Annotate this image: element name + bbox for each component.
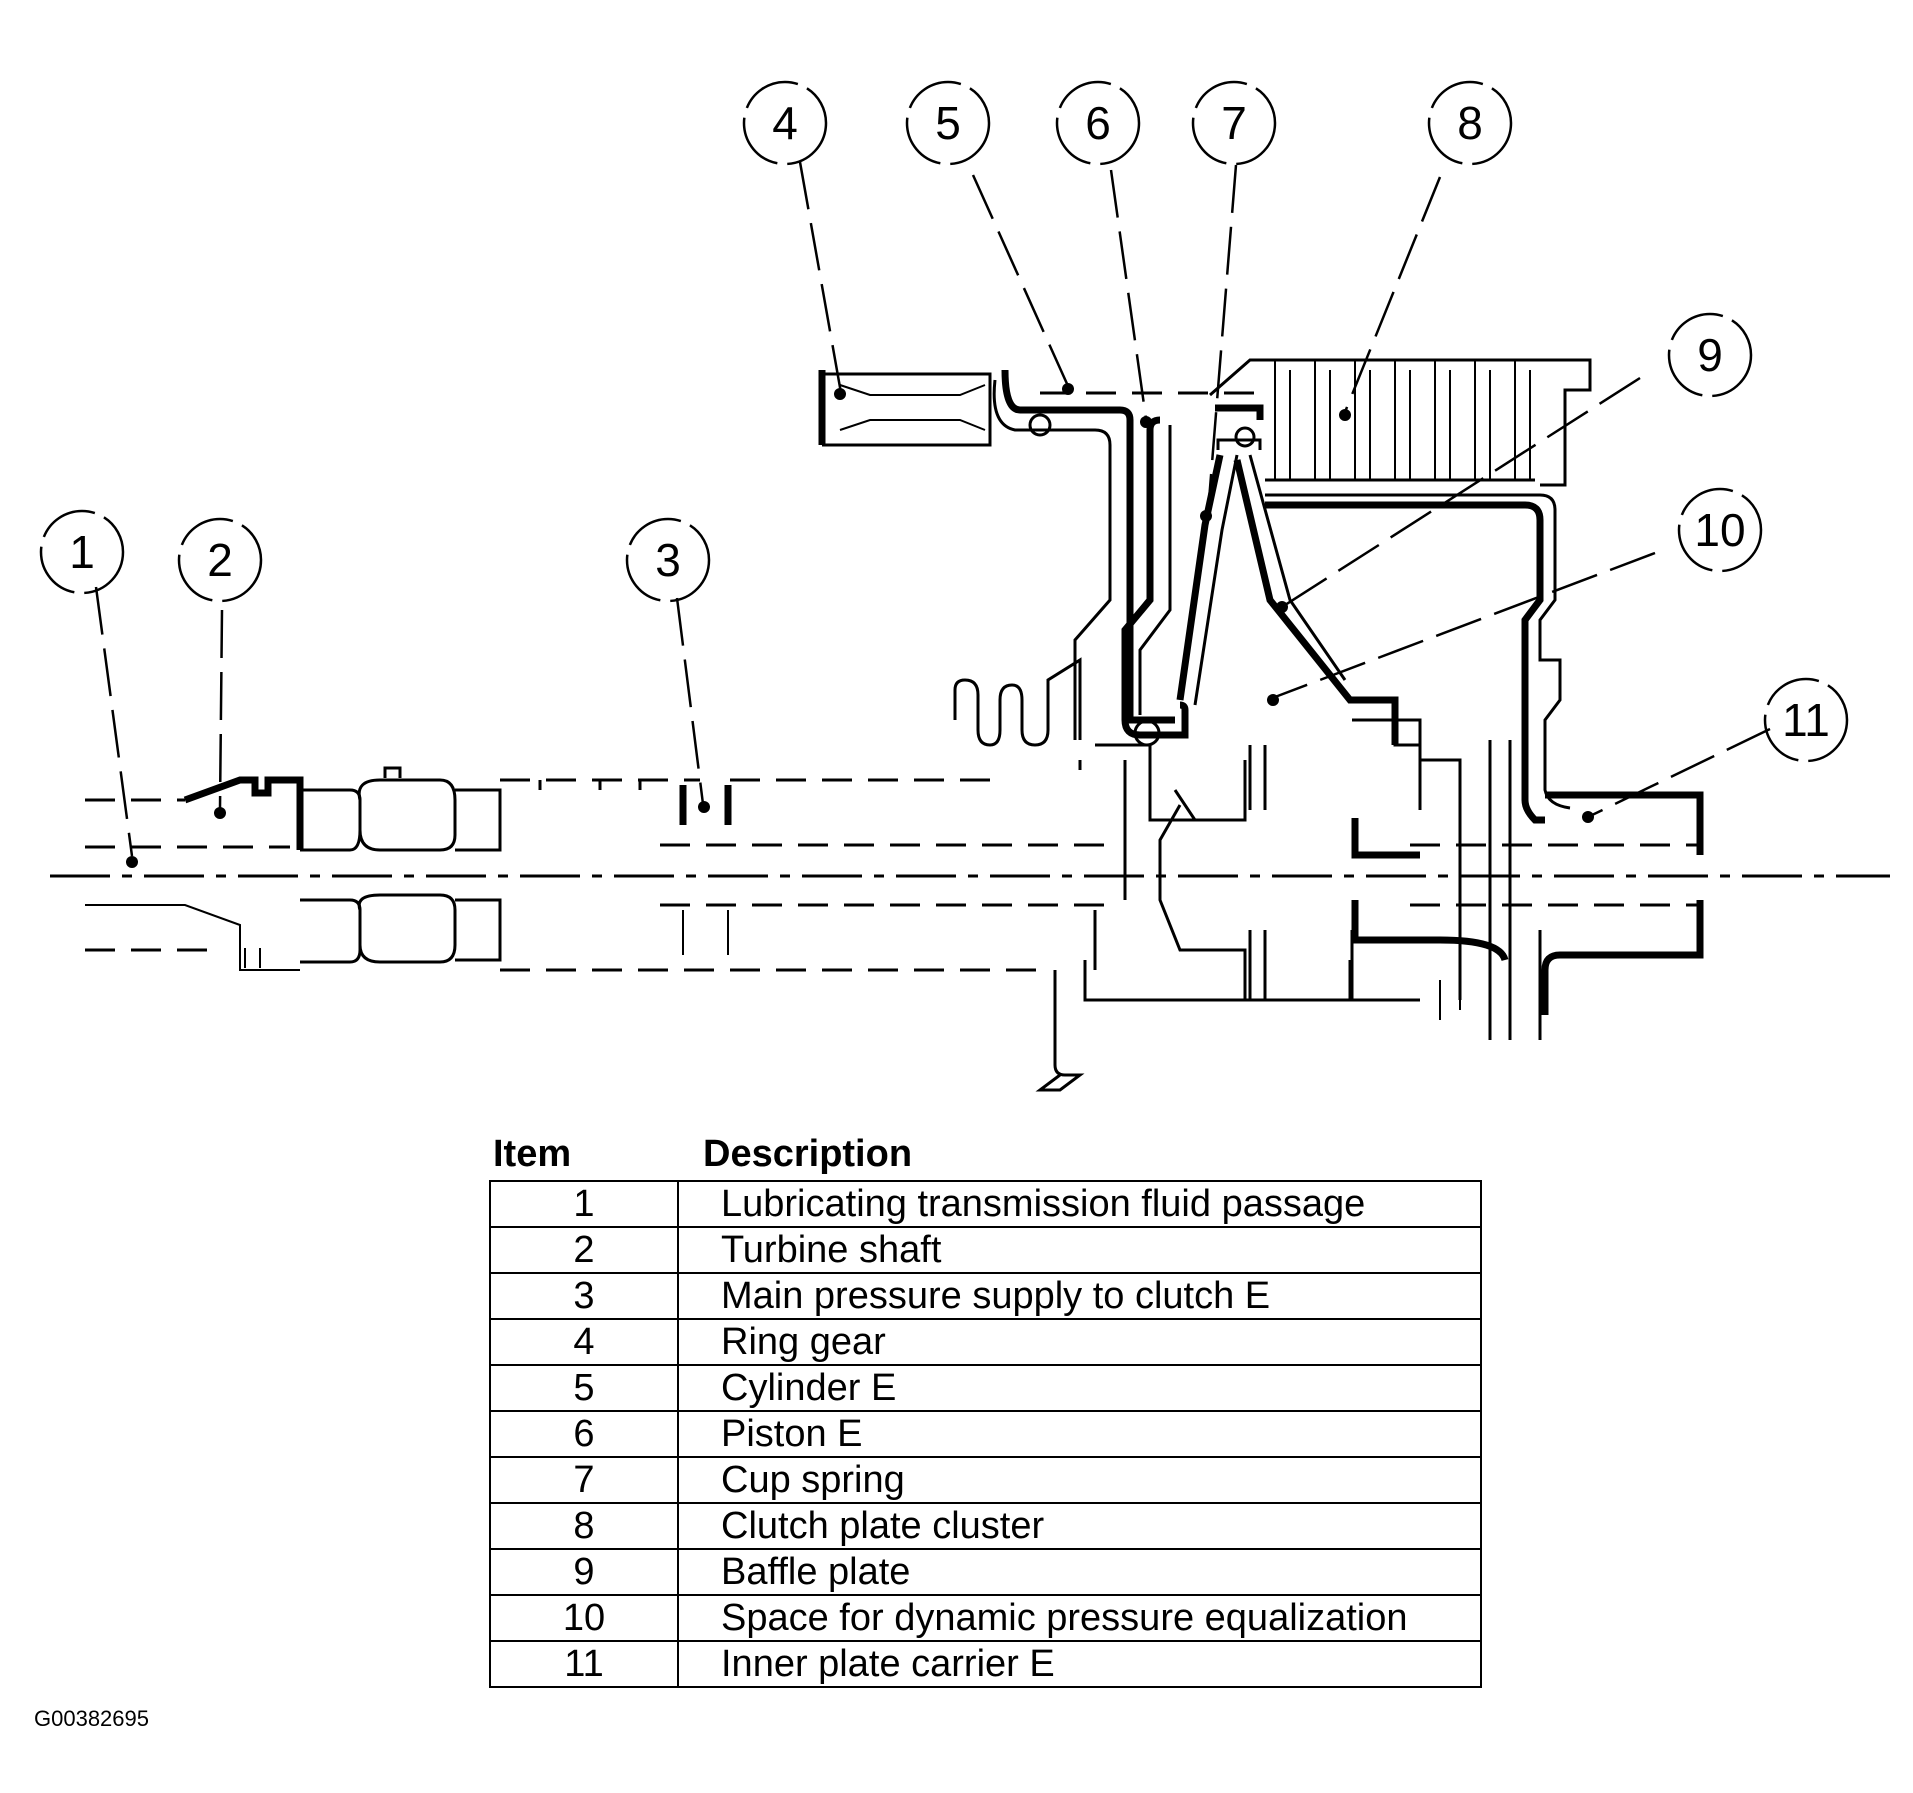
turbine-shaft-lower (85, 893, 1120, 972)
leader-10 (1274, 551, 1656, 699)
leader-9 (1284, 376, 1641, 607)
svg-text:4: 4 (772, 97, 798, 149)
leader-lines (94, 161, 1771, 857)
item-description: Cup spring (677, 1456, 1482, 1504)
svg-text:9: 9 (1697, 329, 1723, 381)
header-description: Description (703, 1133, 913, 1175)
leader-11 (1589, 727, 1771, 818)
item-description: Cylinder E (677, 1364, 1482, 1412)
leader-4 (798, 161, 843, 394)
svg-text:8: 8 (1457, 97, 1483, 149)
item-description: Turbine shaft (677, 1226, 1482, 1274)
item-number: 5 (489, 1364, 679, 1412)
header-item: Item (493, 1133, 572, 1175)
svg-text:7: 7 (1221, 97, 1247, 149)
table-row: 5 Cylinder E (489, 1364, 1482, 1412)
item-number: 10 (489, 1594, 679, 1642)
leader-3 (675, 597, 705, 805)
legend-table: 1 Lubricating transmission fluid passage… (489, 1180, 1482, 1688)
item-description: Baffle plate (677, 1548, 1482, 1596)
figure-code: G00382695 (34, 1706, 149, 1731)
item-description: Clutch plate cluster (677, 1502, 1482, 1550)
leader-dots (126, 383, 1594, 868)
clutch-plate-cluster (1209, 358, 1592, 487)
ring-gear (818, 370, 992, 447)
item-description: Ring gear (677, 1318, 1482, 1366)
transmission-cross-section-diagram: 1 2 3 4 5 6 7 8 (39, 80, 1890, 1092)
item-description: Inner plate carrier E (677, 1640, 1482, 1688)
table-row: 4 Ring gear (489, 1318, 1482, 1366)
piston-e (1121, 404, 1264, 747)
item-description: Piston E (677, 1410, 1482, 1458)
table-row: 10 Space for dynamic pressure equalizati… (489, 1594, 1482, 1642)
callout-6: 6 (1055, 80, 1141, 166)
svg-text:5: 5 (935, 97, 961, 149)
inner-plate-carrier-e (1351, 791, 1704, 1015)
callout-1: 1 (39, 509, 125, 595)
table-row: 1 Lubricating transmission fluid passage (489, 1180, 1482, 1228)
svg-text:3: 3 (655, 534, 681, 586)
svg-text:2: 2 (207, 534, 233, 586)
item-number: 1 (489, 1180, 679, 1228)
item-number: 6 (489, 1410, 679, 1458)
table-row: 7 Cup spring (489, 1456, 1482, 1504)
item-description: Main pressure supply to clutch E (677, 1272, 1482, 1320)
leader-6 (1109, 169, 1148, 420)
wave-seal (953, 657, 1082, 747)
turbine-shaft (85, 760, 1120, 852)
table-row: 6 Piston E (489, 1410, 1482, 1458)
cup-spring (1176, 426, 1262, 706)
hub-housing (1035, 718, 1512, 1092)
svg-text:1: 1 (69, 526, 95, 578)
item-number: 11 (489, 1640, 679, 1688)
table-row: 11 Inner plate carrier E (489, 1640, 1482, 1688)
item-number: 7 (489, 1456, 679, 1504)
leader-5 (971, 174, 1070, 387)
callout-7: 7 (1191, 80, 1277, 166)
table-row: 2 Turbine shaft (489, 1226, 1482, 1274)
table-row: 3 Main pressure supply to clutch E (489, 1272, 1482, 1320)
callout-8: 8 (1427, 80, 1513, 166)
callout-11: 11 (1763, 677, 1849, 763)
item-number: 8 (489, 1502, 679, 1550)
item-number: 4 (489, 1318, 679, 1366)
leader-8 (1343, 176, 1442, 413)
callout-3: 3 (625, 517, 711, 603)
callout-2: 2 (177, 517, 263, 603)
callout-10: 10 (1677, 487, 1763, 573)
table-row: 8 Clutch plate cluster (489, 1502, 1482, 1550)
svg-text:11: 11 (1782, 694, 1830, 746)
leader-2 (218, 609, 224, 809)
item-description: Space for dynamic pressure equalization (677, 1594, 1482, 1642)
callout-9: 9 (1667, 312, 1753, 398)
callout-5: 5 (905, 80, 991, 166)
baffle-plate (1233, 454, 1571, 1040)
cylinder-e (992, 369, 1270, 740)
leader-1 (94, 586, 134, 857)
callout-4: 4 (742, 80, 828, 166)
callouts: 1 2 3 4 5 6 7 8 (39, 80, 1849, 763)
item-number: 3 (489, 1272, 679, 1320)
table-row: 9 Baffle plate (489, 1548, 1482, 1596)
svg-text:10: 10 (1694, 504, 1745, 556)
leader-7 (1206, 164, 1238, 514)
item-number: 2 (489, 1226, 679, 1274)
svg-text:6: 6 (1085, 97, 1111, 149)
item-description: Lubricating transmission fluid passage (677, 1180, 1482, 1228)
item-number: 9 (489, 1548, 679, 1596)
